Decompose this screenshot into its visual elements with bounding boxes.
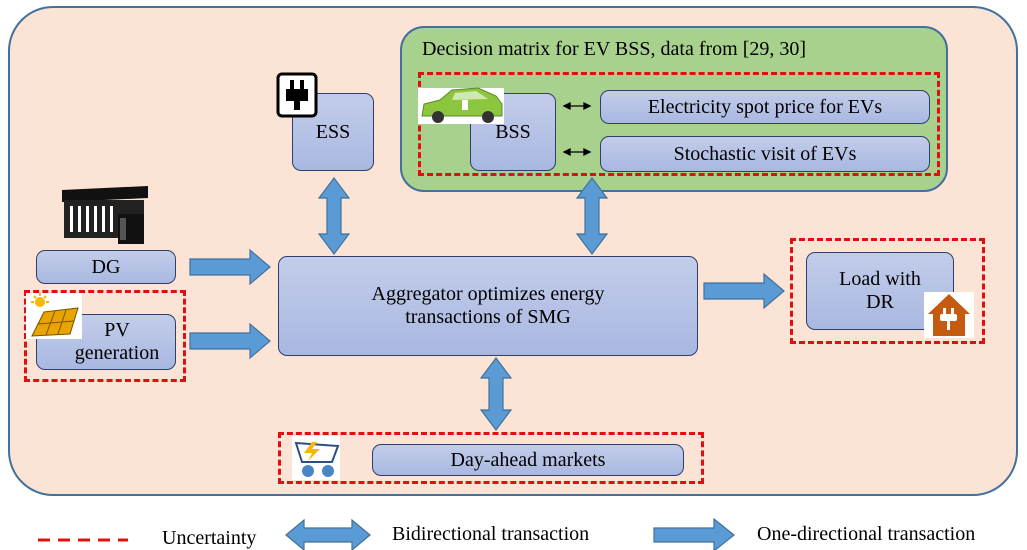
markets-node: Day-ahead markets (372, 444, 684, 476)
cart-icon (292, 436, 340, 480)
dg-label: DG (91, 255, 121, 278)
aggregator-label: Aggregator optimizes energy transactions… (371, 283, 605, 328)
pv-uncertainty-region (24, 290, 186, 382)
stochastic-visit-node: Stochastic visit of EVs (600, 136, 930, 172)
bss-link-arrows (562, 101, 592, 157)
dg-node: DG (36, 250, 176, 284)
pv-label: PV generation (74, 319, 160, 364)
pv-aggregator-arrow (189, 322, 271, 360)
legend-onedirectional-arrow (653, 517, 735, 550)
aggregator-node: Aggregator optimizes energy transactions… (278, 256, 698, 356)
load-label: Load with DR (839, 268, 921, 313)
bss-panel-title: Decision matrix for EV BSS, data from [2… (422, 38, 807, 60)
spot-price-node: Electricity spot price for EVs (600, 90, 930, 124)
legend-onedirectional-label: One-directional transaction (757, 523, 976, 545)
plug-icon (276, 72, 318, 118)
spot-price-label: Electricity spot price for EVs (647, 95, 883, 118)
dg-aggregator-arrow (189, 248, 271, 286)
legend-bidirectional-label: Bidirectional transaction (392, 523, 590, 545)
aggregator-load-arrow (703, 272, 785, 310)
ev-car-icon (418, 87, 504, 124)
building-icon (62, 186, 148, 244)
solar-panel-icon (26, 293, 82, 339)
legend-uncertainty-label: Uncertainty (162, 527, 257, 549)
legend-bidirectional-arrow (285, 518, 371, 550)
bss-aggregator-arrow (575, 177, 609, 255)
ess-label: ESS (315, 120, 351, 143)
markets-label: Day-ahead markets (450, 448, 606, 471)
house-plug-icon (924, 292, 974, 338)
market-uncertainty-region (278, 432, 704, 484)
ess-aggregator-arrow (317, 177, 351, 255)
bss-label: BSS (495, 120, 531, 143)
stochastic-visit-label: Stochastic visit of EVs (673, 142, 857, 165)
aggregator-market-arrow (479, 357, 513, 431)
load-uncertainty-region (790, 238, 985, 344)
